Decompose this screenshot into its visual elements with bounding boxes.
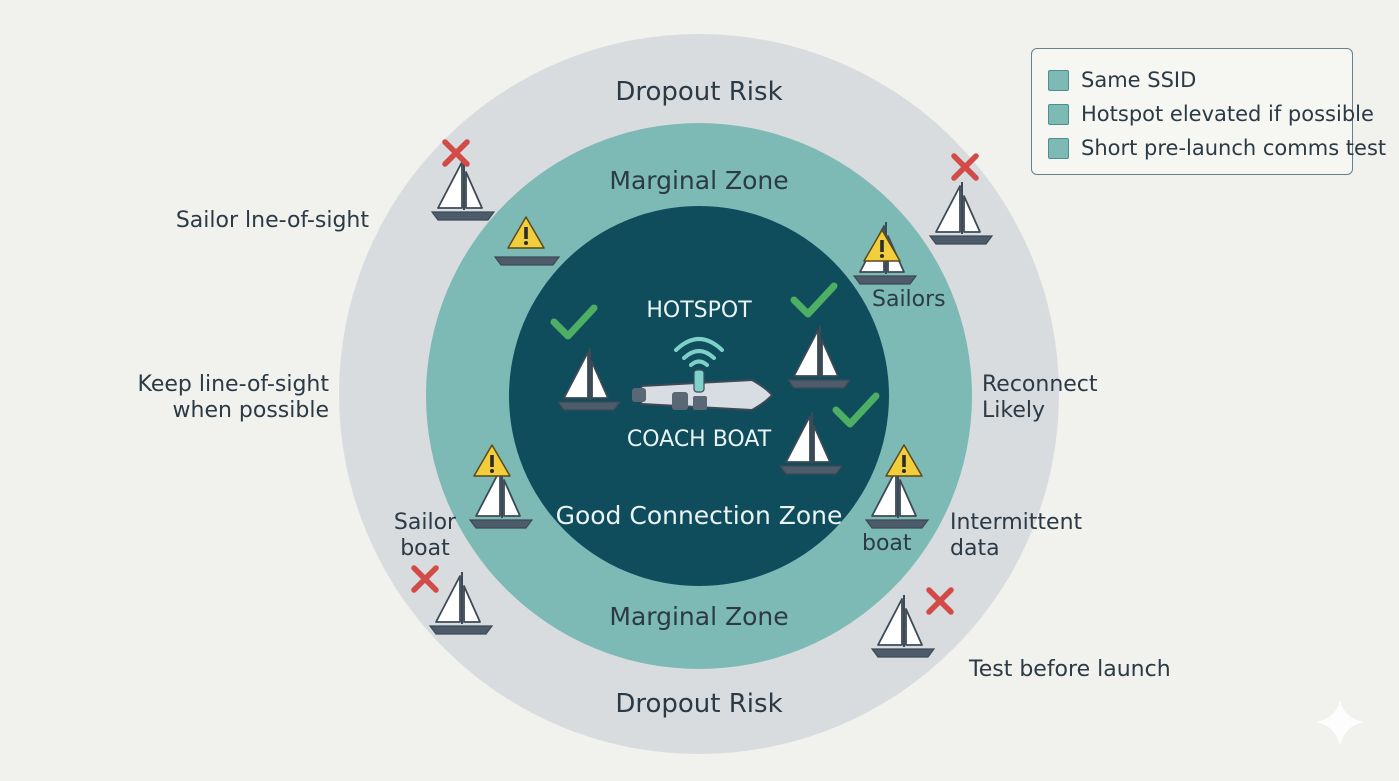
- legend-swatch: [1048, 69, 1069, 91]
- note-test-before-launch: Test before launch: [969, 657, 1171, 682]
- note-sailor-line-of-sight: Sailor lne-of-sight: [175, 208, 369, 233]
- legend-item: Same SSID: [1048, 63, 1336, 97]
- marginal-top-label: Marginal Zone: [609, 166, 788, 195]
- legend-item: Short pre-launch comms test: [1048, 131, 1386, 165]
- note-sailor-boat-line2: boat: [400, 536, 450, 561]
- note-intermittent-data: Intermittent data: [950, 510, 1082, 562]
- coach-boat-label: COACH BOAT: [627, 427, 772, 452]
- good-connection-label: Good Connection Zone: [556, 501, 843, 530]
- note-sailor-boat: Sailor boat: [390, 510, 460, 562]
- note-boat: boat: [862, 531, 912, 556]
- legend-swatch: [1048, 137, 1069, 159]
- boat-hull-icon: [494, 256, 560, 266]
- note-reconnect-likely: Reconnect Likely: [982, 372, 1098, 424]
- note-sailors: Sailors: [872, 287, 946, 312]
- note-keep-line-of-sight: Keep line-of-sight when possible: [138, 372, 329, 424]
- legend-box: Same SSID Hotspot elevated if possible S…: [1031, 48, 1386, 175]
- sparkle-icon: [1316, 700, 1364, 746]
- legend-label-comms-test: Short pre-launch comms test: [1081, 136, 1387, 160]
- legend-item: Hotspot elevated if possible: [1048, 97, 1374, 131]
- note-intermittent-line1: Intermittent: [950, 510, 1083, 535]
- outer-bottom-label: Dropout Risk: [615, 689, 782, 719]
- hotspot-label: HOTSPOT: [646, 298, 752, 323]
- wifi-icon: [674, 337, 724, 367]
- marginal-bottom-label: Marginal Zone: [609, 602, 788, 631]
- legend-label-hotspot-elevated: Hotspot elevated if possible: [1081, 102, 1374, 126]
- outer-top-label: Dropout Risk: [615, 77, 782, 107]
- coach-boat-icon: [632, 369, 774, 412]
- note-reconnect-line1: Reconnect: [982, 372, 1098, 397]
- note-keep-los-line2: when possible: [172, 398, 329, 423]
- legend-label-same-ssid: Same SSID: [1081, 68, 1197, 92]
- note-reconnect-line2: Likely: [982, 398, 1045, 423]
- note-sailor-boat-line1: Sailor: [393, 510, 457, 535]
- note-keep-los-line1: Keep line-of-sight: [137, 372, 329, 397]
- note-intermittent-line2: data: [950, 536, 1000, 561]
- legend-swatch: [1048, 103, 1069, 125]
